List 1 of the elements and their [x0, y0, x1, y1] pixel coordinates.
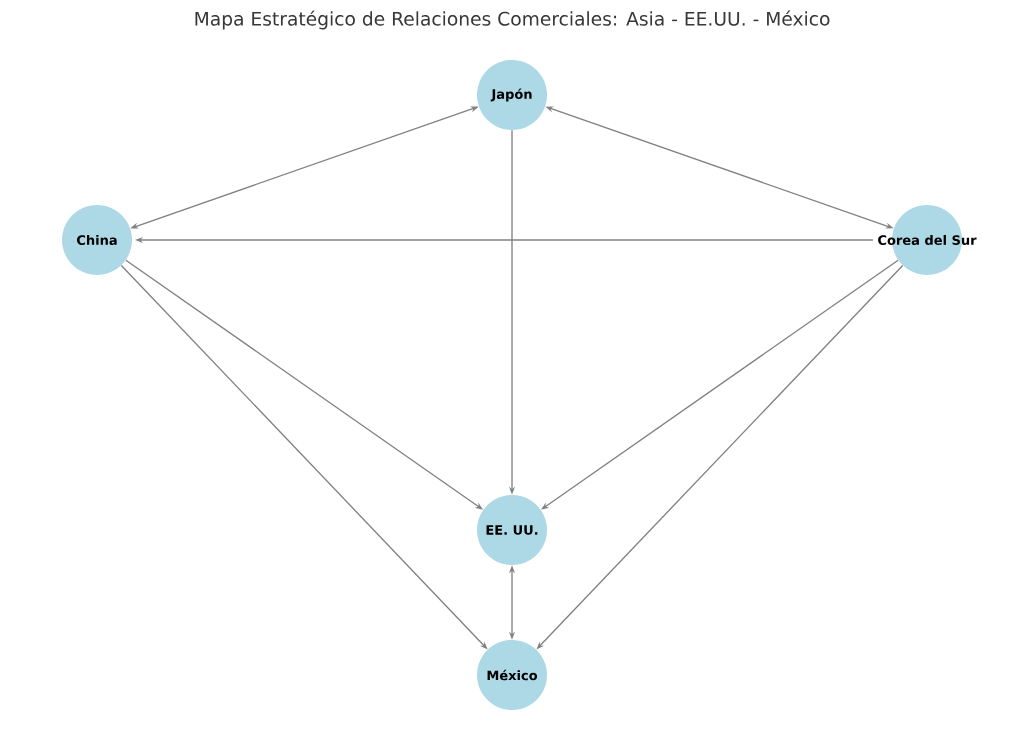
title: Mapa Estratégico de Relaciones Comerciales: Asia - EE.UU. - México: [195, 10, 830, 30]
